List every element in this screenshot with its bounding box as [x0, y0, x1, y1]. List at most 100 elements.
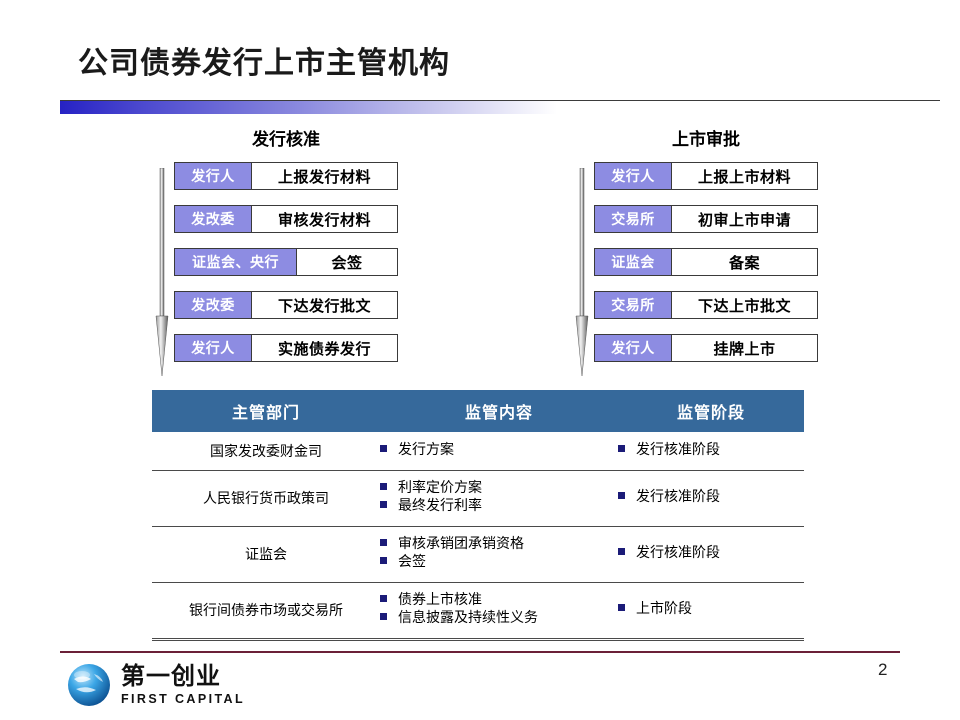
- cell-department: 人民银行货币政策司: [203, 492, 329, 508]
- bullet-list: 发行核准阶段: [618, 442, 804, 460]
- flow-step-actor: 发行人: [175, 163, 252, 189]
- cell-department: 证监会: [245, 548, 287, 564]
- list-item-label: 信息披露及持续性义务: [398, 611, 538, 627]
- cell-stage: 发行核准阶段: [618, 526, 804, 582]
- list-item-label: 上市阶段: [636, 602, 692, 618]
- square-bullet-icon: [618, 548, 625, 556]
- list-item: 审核承销团承销资格: [380, 536, 618, 554]
- flow-step-actor: 交易所: [595, 206, 672, 232]
- square-bullet-icon: [380, 483, 387, 490]
- cell-scope: 利率定价方案 最终发行利率: [380, 471, 618, 527]
- cell-stage: 发行核准阶段: [618, 471, 804, 527]
- column-header-scope: 监管内容: [464, 405, 533, 422]
- list-item-label: 会签: [398, 555, 426, 571]
- flow-step-action: 上报发行材料: [277, 169, 371, 186]
- bullet-list: 发行方案: [380, 442, 618, 460]
- square-bullet-icon: [380, 557, 387, 565]
- list-item: 发行核准阶段: [618, 442, 804, 460]
- list-item-label: 发行核准阶段: [636, 490, 720, 506]
- table-row[interactable]: 国家发改委财金司 发行方案 发行核准阶段: [152, 432, 804, 471]
- list-item: 债券上市核准: [380, 592, 618, 610]
- flow-title-left: 发行核准: [252, 130, 320, 149]
- cell-department: 银行间债券市场或交易所: [189, 604, 343, 620]
- flow-step[interactable]: 发行人 上报发行材料: [174, 162, 398, 190]
- square-bullet-icon: [380, 444, 387, 452]
- flow-step-actor: 交易所: [595, 292, 672, 318]
- bullet-list: 发行核准阶段: [618, 489, 804, 507]
- footer-divider-line: [60, 651, 900, 653]
- flow-step-action: 初审上市申请: [697, 212, 791, 229]
- flow-step-action: 下达发行批文: [277, 298, 371, 315]
- flow-step-actor: 发行人: [595, 335, 672, 361]
- page-number: 2: [878, 660, 888, 679]
- list-item-label: 发行核准阶段: [636, 546, 720, 562]
- table-row[interactable]: 银行间债券市场或交易所 债券上市核准 信息披露及持续性义务 上市阶段: [152, 582, 804, 640]
- list-item-label: 最终发行利率: [398, 499, 482, 515]
- bullet-list: 发行核准阶段: [618, 545, 804, 563]
- column-header-stage: 监管阶段: [676, 405, 745, 422]
- company-logo: 第一创业 FIRST CAPITAL: [66, 662, 245, 708]
- cell-scope: 审核承销团承销资格 会签: [380, 526, 618, 582]
- logo-name-cn: 第一创业: [121, 663, 221, 690]
- table-body: 国家发改委财金司 发行方案 发行核准阶段 人民银行货币政策司 利率定价方案 最终…: [152, 432, 804, 640]
- flow-step-action: 挂牌上市: [713, 341, 776, 358]
- square-bullet-icon: [380, 538, 387, 546]
- flow-diagram-issuance-approval: 发行核准 发行人 上报发行材料 发改委 审核发行材料 证监会、央行 会签: [148, 125, 398, 376]
- flow-step-actor: 发行人: [175, 335, 252, 361]
- list-item: 发行方案: [380, 442, 618, 460]
- cell-scope: 发行方案: [380, 432, 618, 471]
- square-bullet-icon: [618, 444, 625, 452]
- flow-step[interactable]: 发改委 下达发行批文: [174, 291, 398, 319]
- logo-name-en: FIRST CAPITAL: [121, 691, 246, 706]
- bullet-list: 审核承销团承销资格 会签: [380, 536, 618, 573]
- regulator-responsibility-table: 主管部门 监管内容 监管阶段 国家发改委财金司 发行方案 发行核准阶段 人民银行…: [152, 390, 804, 641]
- page-title: 公司债券发行上市主管机构: [78, 47, 450, 80]
- bullet-list: 债券上市核准 信息披露及持续性义务: [380, 592, 618, 629]
- table-header: 主管部门 监管内容 监管阶段: [152, 390, 804, 432]
- cell-stage: 发行核准阶段: [618, 432, 804, 471]
- list-item-label: 发行方案: [398, 442, 454, 458]
- flow-step[interactable]: 发行人 挂牌上市: [594, 334, 818, 362]
- flow-step-action: 上报上市材料: [697, 169, 791, 186]
- flow-body-right: 发行人 上报上市材料 交易所 初审上市申请 证监会 备案 交易所 下达上市批文 …: [568, 162, 818, 376]
- flow-step[interactable]: 证监会 备案: [594, 248, 818, 276]
- flow-step[interactable]: 发行人 实施债券发行: [174, 334, 398, 362]
- flow-step-action: 备案: [728, 255, 760, 272]
- square-bullet-icon: [380, 501, 387, 509]
- bullet-list: 上市阶段: [618, 601, 804, 619]
- downward-arrow-icon: [575, 168, 589, 376]
- square-bullet-icon: [380, 613, 387, 621]
- flow-step-actor: 证监会: [595, 249, 672, 275]
- list-item: 发行核准阶段: [618, 489, 804, 507]
- flow-step[interactable]: 发行人 上报上市材料: [594, 162, 818, 190]
- flow-step-action: 会签: [331, 255, 363, 272]
- list-item: 信息披露及持续性义务: [380, 610, 618, 628]
- square-bullet-icon: [618, 492, 625, 500]
- column-header-department: 主管部门: [231, 405, 300, 422]
- flow-step[interactable]: 发改委 审核发行材料: [174, 205, 398, 233]
- title-accent-gradient-bar: [60, 101, 557, 114]
- flow-step-action: 实施债券发行: [277, 341, 371, 358]
- flow-step-actor: 发改委: [175, 292, 252, 318]
- cell-department: 国家发改委财金司: [210, 445, 322, 460]
- cell-stage: 上市阶段: [618, 582, 804, 639]
- list-item: 发行核准阶段: [618, 545, 804, 563]
- logo-wordmark: 第一创业 FIRST CAPITAL: [121, 665, 245, 706]
- flow-step-actor: 发改委: [175, 206, 252, 232]
- table-row[interactable]: 证监会 审核承销团承销资格 会签 发行核准阶段: [152, 526, 804, 583]
- flow-title-right: 上市审批: [672, 130, 740, 149]
- flow-step[interactable]: 交易所 初审上市申请: [594, 205, 818, 233]
- list-item-label: 发行核准阶段: [636, 442, 720, 458]
- square-bullet-icon: [380, 594, 387, 602]
- flow-step-action: 审核发行材料: [277, 212, 371, 229]
- flow-step[interactable]: 交易所 下达上市批文: [594, 291, 818, 319]
- downward-arrow-icon: [155, 168, 169, 376]
- globe-icon: [68, 664, 110, 706]
- list-item: 上市阶段: [618, 601, 804, 619]
- flow-step[interactable]: 证监会、央行 会签: [174, 248, 398, 276]
- list-item: 最终发行利率: [380, 498, 618, 516]
- flow-step-actor: 证监会、央行: [175, 249, 297, 275]
- flow-step-action: 下达上市批文: [697, 298, 791, 315]
- cell-scope: 债券上市核准 信息披露及持续性义务: [380, 582, 618, 639]
- table-row[interactable]: 人民银行货币政策司 利率定价方案 最终发行利率 发行核准阶段: [152, 471, 804, 527]
